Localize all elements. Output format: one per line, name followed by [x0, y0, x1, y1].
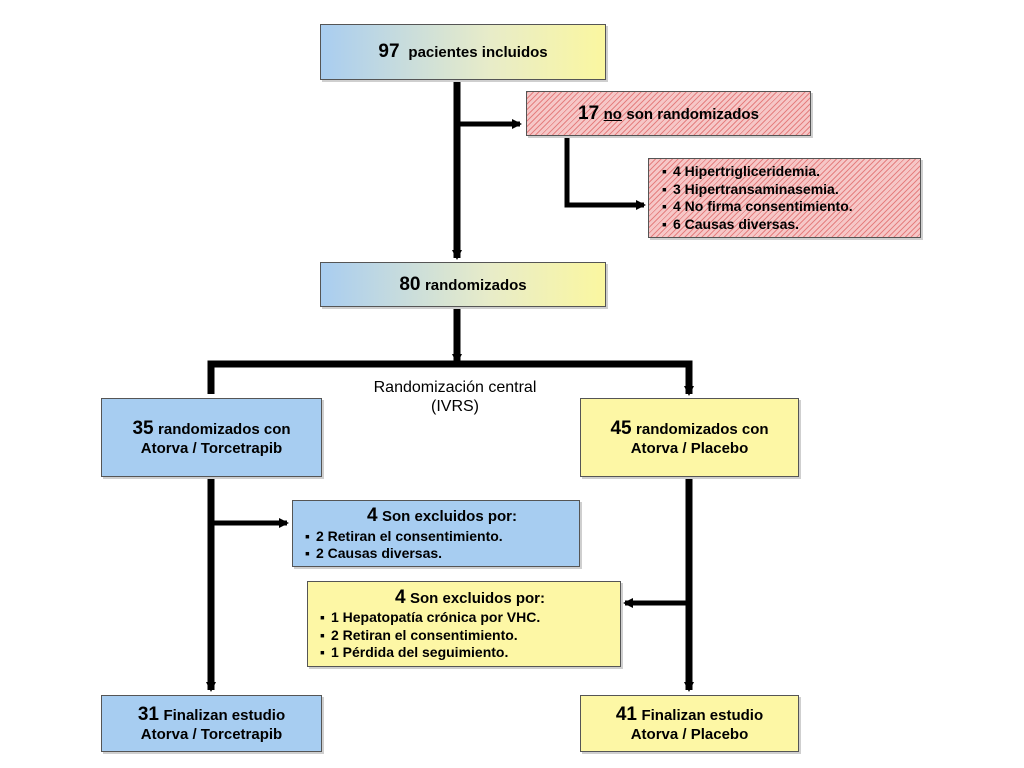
arm-left-count: 35	[132, 417, 154, 439]
excl-right-label: Son excluidos por:	[410, 590, 546, 608]
excl-left-list: 2 Retiran el consentimiento. 2 Causas di…	[305, 528, 503, 563]
excl-left-count: 4	[366, 505, 378, 527]
exclusion-reason: 3 Hipertransaminasemia.	[662, 181, 853, 199]
excl-right-list: 1 Hepatopatía crónica por VHC. 2 Retiran…	[320, 609, 540, 662]
final-left-line2: Atorva / Torcetrapib	[140, 725, 283, 743]
final-right-box: 41 Finalizan estudio Atorva / Placebo	[580, 695, 799, 752]
included-label: pacientes incluidos	[408, 44, 548, 62]
exclusion-reasons-box: 4 Hipertrigliceridemia. 3 Hipertransamin…	[648, 158, 921, 238]
excl-right-box: 4 Son excluidos por: 1 Hepatopatía cróni…	[307, 581, 621, 667]
split-line	[207, 360, 694, 396]
not-randomized-label: son randomizados	[626, 105, 759, 123]
included-box: 97 pacientes incluidos	[320, 24, 606, 80]
exclusion-reasons-list: 4 Hipertrigliceridemia. 3 Hipertransamin…	[662, 163, 853, 233]
arm-right-line2: Atorva / Placebo	[630, 439, 749, 457]
arm-right-count: 45	[610, 417, 632, 439]
arm-right-box: 45 randomizados con Atorva / Placebo	[580, 398, 799, 477]
arm-left-line1: randomizados con	[158, 420, 291, 438]
final-right-line2: Atorva / Placebo	[630, 725, 749, 743]
final-left-box: 31 Finalizan estudio Atorva / Torcetrapi…	[101, 695, 322, 752]
central-line1: Randomización central	[373, 379, 537, 396]
final-right-line1: Finalizan estudio	[641, 706, 764, 724]
not-randomized-count: 17	[578, 102, 600, 124]
excl-right-reason: 1 Pérdida del seguimiento.	[320, 644, 540, 662]
randomized-count: 80	[399, 273, 421, 295]
randomized-box: 80 randomizados	[320, 262, 606, 307]
excl-left-label: Son excluidos por:	[382, 508, 518, 526]
excl-left-reason: 2 Retiran el consentimiento.	[305, 528, 503, 546]
exclusion-reason: 4 Hipertrigliceridemia.	[662, 163, 853, 181]
arm-left-box: 35 randomizados con Atorva / Torcetrapib	[101, 398, 322, 477]
excl-left-reason: 2 Causas diversas.	[305, 545, 503, 563]
arm-left-line2: Atorva / Torcetrapib	[140, 439, 283, 457]
final-left-line1: Finalizan estudio	[163, 706, 286, 724]
final-left-count: 31	[137, 703, 159, 725]
final-right-count: 41	[615, 703, 637, 725]
excl-left-box: 4 Son excluidos por: 2 Retiran el consen…	[292, 500, 580, 567]
not-randomized-no: no	[603, 105, 622, 123]
arrow-to-exclusion-reasons	[564, 135, 646, 210]
arm-right-line1: randomizados con	[636, 420, 769, 438]
included-count: 97	[378, 41, 400, 63]
central-line2: (IVRS)	[431, 398, 479, 416]
central-randomization-label: Randomización central (IVRS)	[315, 378, 595, 416]
exclusion-reason: 6 Causas diversas.	[662, 216, 853, 234]
excl-right-count: 4	[394, 587, 406, 609]
exclusion-reason: 4 No firma consentimiento.	[662, 198, 853, 216]
excl-right-reason: 1 Hepatopatía crónica por VHC.	[320, 609, 540, 627]
randomized-label: randomizados	[424, 276, 527, 294]
excl-right-reason: 2 Retiran el consentimiento.	[320, 627, 540, 645]
not-randomized-box: 17 no son randomizados	[526, 91, 811, 136]
